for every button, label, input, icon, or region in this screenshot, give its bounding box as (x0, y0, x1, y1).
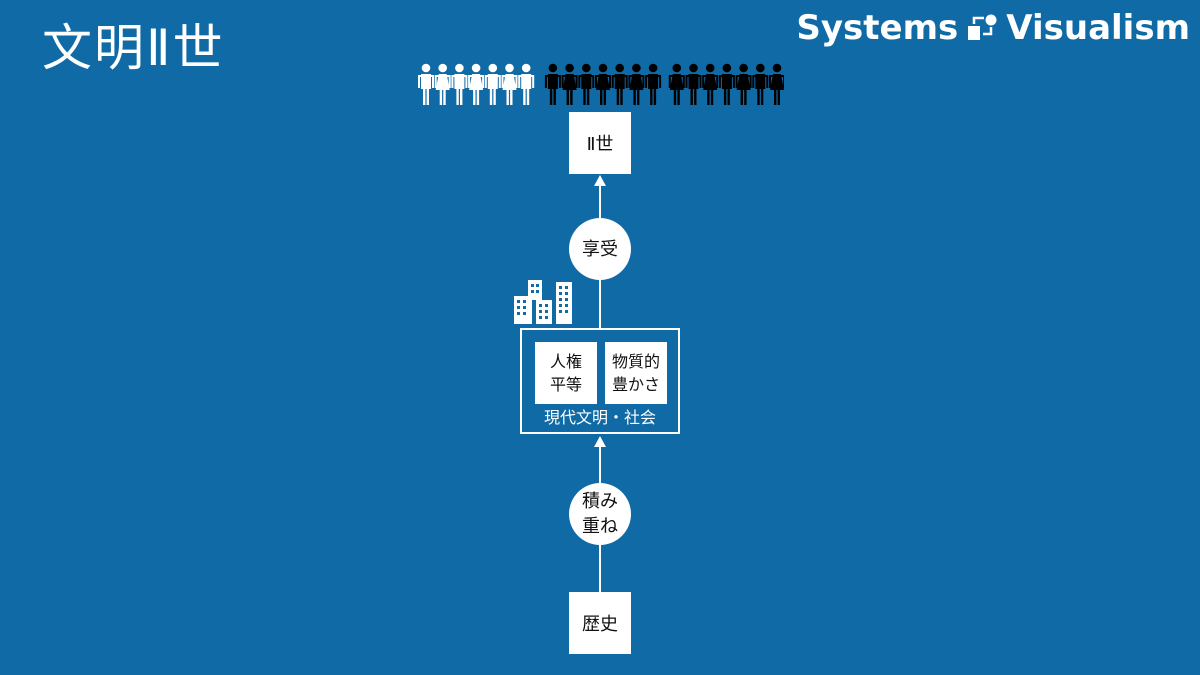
civilization-frame: 人権 平等 物質的 豊かさ 現代文明・社会 (520, 328, 680, 434)
history-box: 歴史 (569, 592, 631, 654)
person-icon (718, 63, 735, 105)
person-icon (595, 63, 611, 105)
person-icon (501, 63, 518, 105)
connector-line (599, 280, 601, 328)
person-icon (628, 63, 645, 105)
person-icon (668, 63, 685, 105)
material-wealth-line-2: 豊かさ (611, 375, 660, 394)
second-generation-box: Ⅱ世 (569, 112, 631, 174)
person-icon (561, 63, 578, 105)
person-icon (702, 63, 719, 105)
person-icon (645, 63, 662, 105)
person-icon (418, 63, 434, 105)
person-icon (468, 63, 485, 105)
connector-line (599, 446, 601, 488)
human-rights-card: 人権 平等 (535, 342, 597, 404)
flow-diagram-icon (968, 14, 997, 40)
human-rights-line-1: 人権 (549, 352, 582, 371)
person-icon (434, 63, 451, 105)
civilization-label: 現代文明・社会 (543, 408, 656, 427)
buildings-icon (514, 280, 572, 324)
human-rights-line-2: 平等 (549, 375, 582, 394)
connector-line (599, 185, 601, 220)
person-icon (578, 63, 595, 105)
person-icon (518, 63, 535, 105)
page-title: 文明Ⅱ世 (42, 19, 225, 77)
connector-line (599, 545, 601, 593)
person-icon (544, 63, 561, 105)
person-icon (484, 63, 501, 105)
accumulation-node: 積み 重ね (569, 483, 631, 545)
accumulation-line-1: 積み (582, 491, 618, 512)
people-row (418, 63, 784, 105)
person-icon (735, 63, 752, 105)
person-icon (752, 63, 769, 105)
brand-logo: Systems Visualism (796, 8, 1190, 48)
arrow-head-top (594, 175, 606, 186)
person-icon (451, 63, 468, 105)
person-icon (685, 63, 702, 105)
enjoyment-label: 享受 (582, 238, 618, 260)
material-wealth-card: 物質的 豊かさ (605, 342, 667, 404)
arrow-head-middle (594, 436, 606, 447)
person-icon (611, 63, 628, 105)
person-icon (769, 63, 784, 105)
material-wealth-line-1: 物質的 (611, 352, 660, 371)
brand-text-left: Systems (796, 8, 959, 48)
accumulation-line-2: 重ね (582, 516, 618, 537)
enjoyment-node: 享受 (569, 218, 631, 280)
brand-text-right: Visualism (1006, 8, 1190, 48)
